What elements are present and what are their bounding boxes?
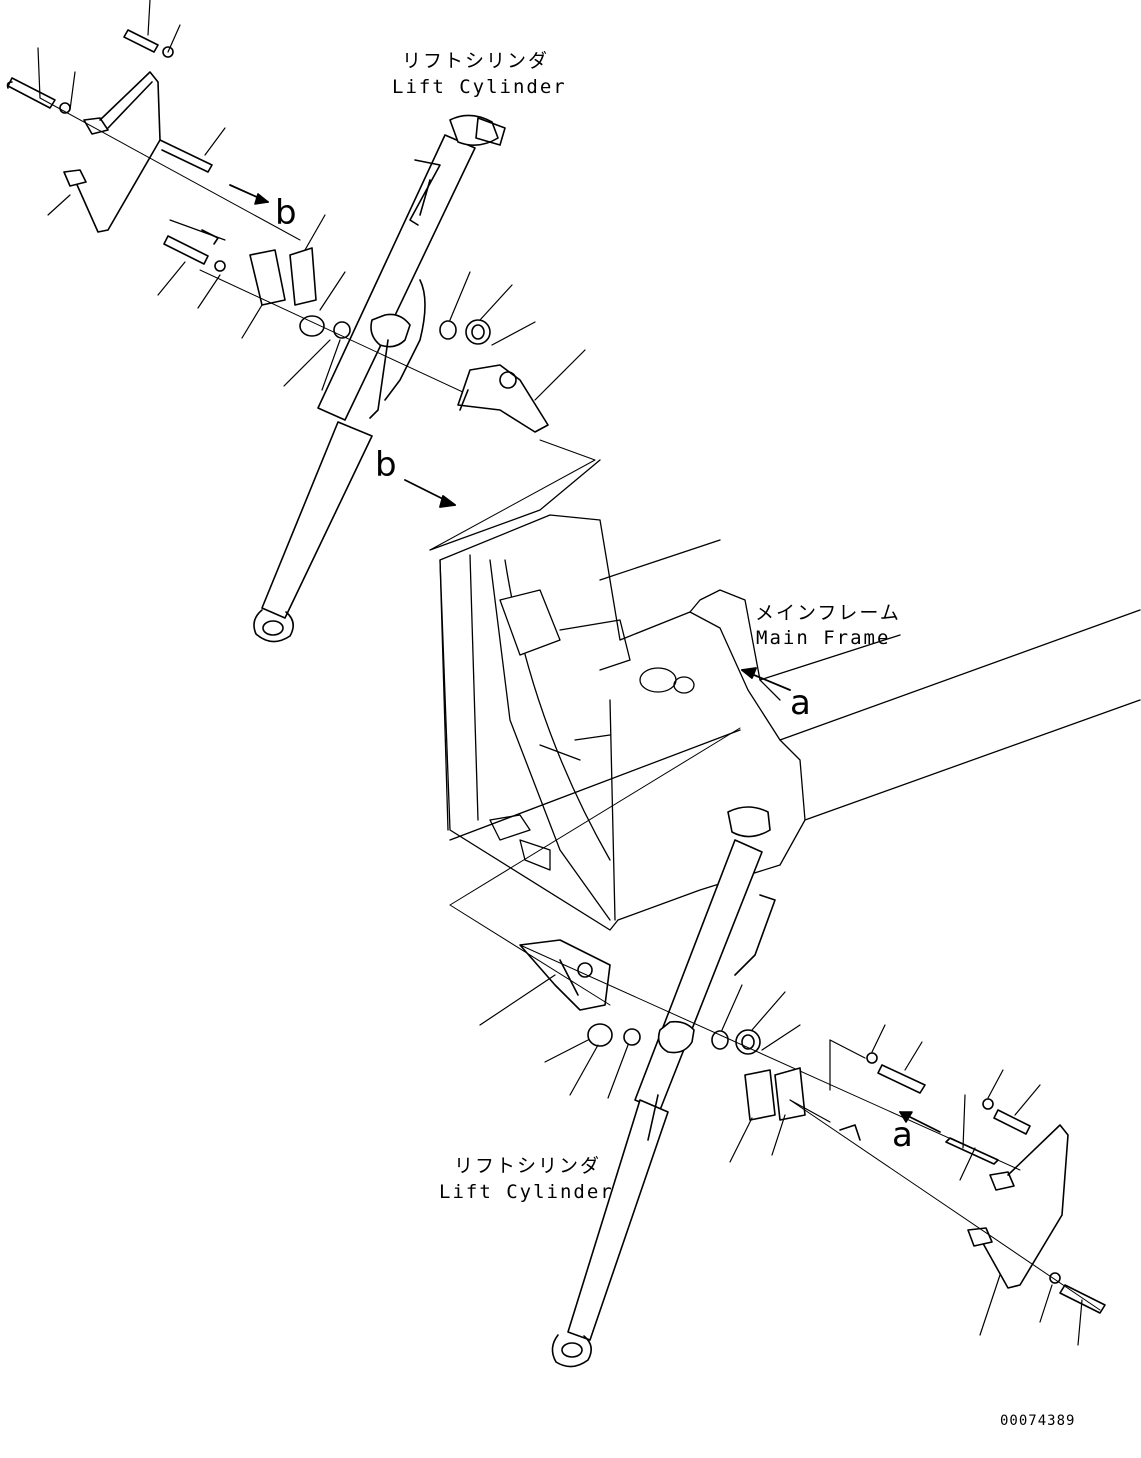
upper-lift-cylinder — [253, 114, 506, 643]
lower-bushing-group — [519, 944, 1021, 1171]
lower-lift-cylinder — [551, 806, 776, 1368]
view-marker-a-right: a — [790, 683, 811, 723]
view-marker-b-upper: b — [275, 193, 297, 233]
lower-bracket — [519, 939, 611, 1011]
lower-lift-cylinder-label-en: Lift Cylinder — [439, 1181, 614, 1203]
lower-clamp-group — [744, 1052, 1031, 1141]
main-frame-label-jp: メインフレーム — [755, 602, 901, 624]
upper-lift-cylinder-label-en: Lift Cylinder — [392, 76, 567, 98]
main-frame — [429, 459, 1141, 931]
view-marker-a-lower: a — [892, 1115, 913, 1155]
leader-lines — [37, 0, 1083, 1346]
upper-pin-group — [6, 29, 301, 241]
view-marker-b-lower: b — [375, 445, 397, 485]
upper-bracket — [457, 364, 549, 433]
drawing-number: 00074389 — [1000, 1413, 1076, 1429]
view-arrows — [404, 479, 791, 691]
lower-pin-group — [789, 1099, 1106, 1314]
upper-lift-cylinder-label-jp: リフトシリンダ — [402, 50, 550, 72]
main-frame-label-en: Main Frame — [756, 627, 891, 649]
reference-outlines — [429, 439, 741, 1006]
upper-clamp-group — [163, 229, 491, 401]
lower-lift-cylinder-label-jp: リフトシリンダ — [454, 1155, 602, 1177]
